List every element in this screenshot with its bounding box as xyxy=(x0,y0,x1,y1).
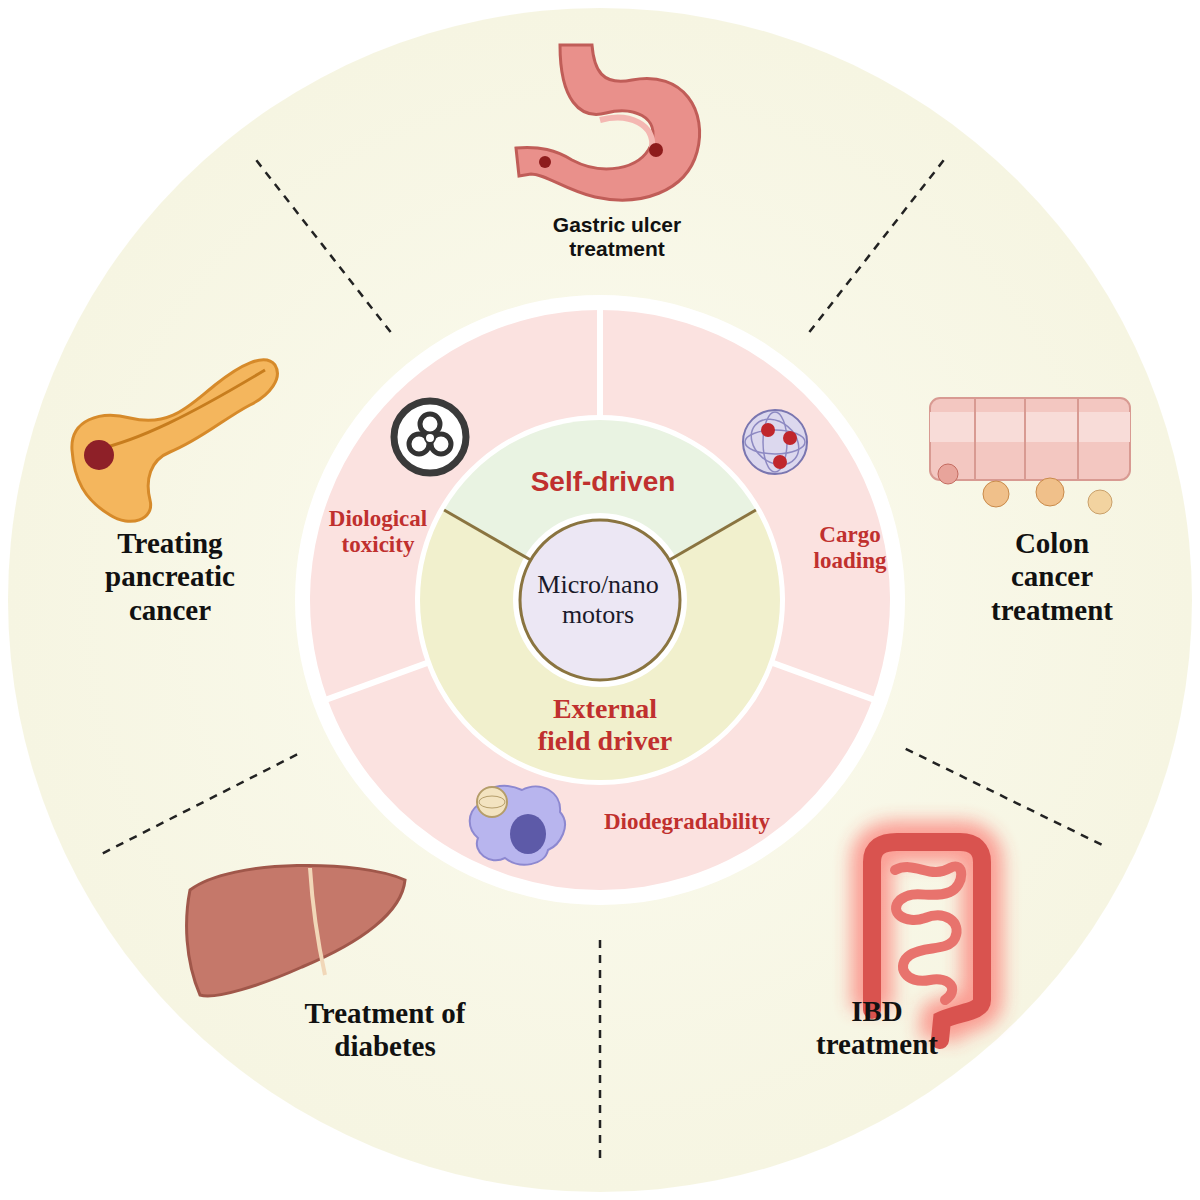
drug-particle xyxy=(761,423,775,437)
polyp xyxy=(1036,478,1064,506)
stomach-illustration xyxy=(516,45,700,200)
application-label: IBD treatment xyxy=(797,995,957,1062)
node-text: Diological toxicity xyxy=(316,506,441,559)
hazard-lobe xyxy=(431,434,451,454)
circle-halo xyxy=(516,516,684,684)
engulfed-motor xyxy=(477,787,507,817)
colon-illustration xyxy=(930,398,1130,514)
node-text: Self-driven xyxy=(503,466,703,498)
outer-disc xyxy=(8,8,1192,1192)
application-label: Gastric ulcer treatment xyxy=(532,213,702,261)
sector-dividers xyxy=(101,159,1103,1160)
colon-lumen xyxy=(930,412,1130,442)
center-circle: Micro/nano motors xyxy=(520,520,680,680)
node-text: External field driver xyxy=(525,693,685,757)
icon-ring xyxy=(394,401,466,473)
liver-illustration xyxy=(187,865,405,996)
mesh-line xyxy=(763,412,787,472)
liver-shape xyxy=(187,865,405,996)
haustra-lines xyxy=(975,398,1078,480)
sector-group xyxy=(327,663,872,890)
liver-ligament xyxy=(310,868,325,975)
application-label: Colon cancer treatment xyxy=(982,527,1122,627)
pancreas-illustration xyxy=(72,360,277,522)
dashed-divider xyxy=(101,754,297,854)
band-dividers xyxy=(444,510,756,560)
haustra-line xyxy=(974,398,976,480)
biohazard-icon xyxy=(394,401,466,473)
node-text: Cargo loading xyxy=(800,522,900,575)
white-ring xyxy=(295,295,905,905)
macrophage-icon xyxy=(470,786,565,865)
hazard-center xyxy=(425,433,435,443)
dashed-divider xyxy=(809,159,945,332)
ulcer-spot xyxy=(649,143,663,157)
ulcer-spot xyxy=(539,156,551,168)
pancreas-shape xyxy=(72,360,277,522)
brown-divider xyxy=(669,510,756,560)
haustra-line xyxy=(1024,398,1026,480)
polyp xyxy=(983,481,1009,507)
mesh-line xyxy=(479,796,505,808)
application-label: Treating pancreatic cancer xyxy=(83,527,258,627)
polyp xyxy=(1088,490,1112,514)
drug-particle xyxy=(773,455,787,469)
tumor-spot xyxy=(84,440,114,470)
sector-shape xyxy=(327,663,872,890)
application-label: Treatment of diabetes xyxy=(280,997,490,1064)
stomach-shape xyxy=(516,45,700,200)
pancreatic-duct xyxy=(95,370,265,450)
colon-wall xyxy=(930,398,1130,480)
small-intestine xyxy=(895,866,961,1000)
node-text: Diodegradability xyxy=(567,809,807,835)
haustra-line xyxy=(1077,398,1079,480)
drug-particle xyxy=(783,431,797,445)
stomach-fold xyxy=(600,118,652,148)
polyp xyxy=(938,464,958,484)
white-divider xyxy=(772,663,882,703)
drive-band: Self-driven xyxy=(420,420,780,515)
brown-divider xyxy=(444,510,531,560)
circle-shape xyxy=(520,520,680,680)
hazard-lobe xyxy=(420,414,440,434)
white-divider xyxy=(597,300,603,417)
cargo-icon xyxy=(742,410,808,474)
white-divider xyxy=(318,663,428,703)
hazard-lobe xyxy=(409,434,429,454)
dashed-divider xyxy=(599,940,602,1160)
ring-dividers xyxy=(318,300,882,703)
cell-body xyxy=(470,786,565,865)
dashed-divider xyxy=(255,159,391,332)
mesh-line xyxy=(742,410,808,474)
mesh-line xyxy=(745,430,805,454)
carrier-sphere xyxy=(743,410,807,474)
node-text: Micro/nano motors xyxy=(528,570,668,630)
cell-nucleus xyxy=(510,814,546,854)
